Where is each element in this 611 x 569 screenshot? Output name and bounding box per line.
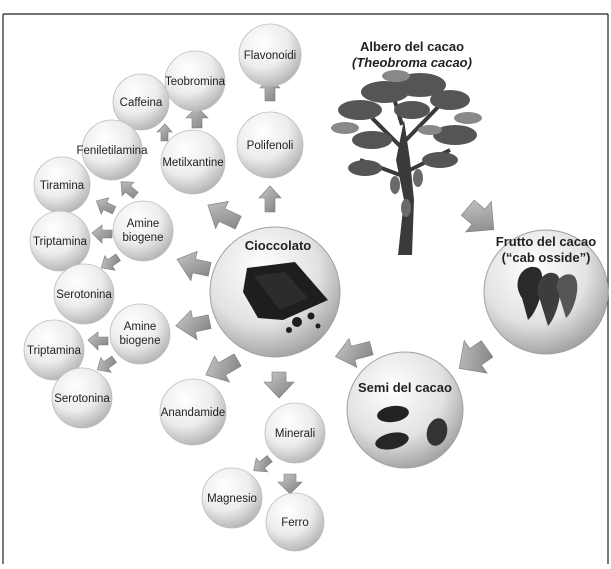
node-triptamina1: Triptamina [29,210,91,272]
arrow-to-feniletilamina [156,123,173,142]
node-frutto-label1: Frutto del cacao [496,234,596,249]
node-amine1-label1: Amine [127,218,160,230]
node-feniletilamina: Feniletilamina [77,119,149,181]
node-anandamide-label: Anandamide [161,407,226,419]
arrow-amine1-to-serotonina [100,253,121,271]
arrow-amine1-to-tiramina [120,181,139,199]
arrow-cioccolato-to-minerali [263,371,295,399]
node-semi: Semi del cacao [346,351,464,469]
tree-title: Albero del cacao [360,39,464,54]
arrow-cioccolato-to-anandamide [205,353,242,383]
node-serotonina2: Serotonina [51,367,113,429]
arrow-amine1-to-feniletilamina [95,197,117,215]
node-magnesio: Magnesio [201,467,263,529]
node-teobromina: Teobromina [164,50,226,112]
arrow-frutto-to-semi [458,339,494,374]
cacao-bean-icon [377,405,409,423]
node-amine2-label1: Amine [124,321,157,333]
node-ferro: Ferro [265,492,325,552]
node-minerali: Minerali [264,402,326,464]
node-serotonina1-label: Serotonina [56,289,112,301]
node-metilxantine-label: Metilxantine [162,157,223,169]
node-teobromina-label: Teobromina [165,76,226,88]
node-semi-label: Semi del cacao [358,380,452,395]
node-amine1: Amine biogene [112,200,174,262]
node-frutto-label2: (“cab osside”) [502,250,591,265]
arrow-cioccolato-to-amine2 [175,309,212,341]
node-tiramina: Tiramina [33,156,91,214]
node-polifenoli-label: Polifenoli [247,140,294,152]
arrow-amine1-to-triptamina [91,224,113,244]
arrow-amine2-to-triptamina [87,331,109,351]
node-feniletilamina-label: Feniletilamina [77,145,149,157]
node-ferro-label: Ferro [281,517,308,529]
cacao-pod-icon [517,266,543,320]
node-metilxantine: Metilxantine [160,129,226,195]
arrow-amine2-to-serotonina [96,355,117,373]
node-amine1-label2: biogene [123,232,164,244]
node-amine2-label2: biogene [120,335,161,347]
node-caffeina: Caffeina [112,73,170,131]
node-amine2: Amine biogene [109,303,171,365]
cacao-tree-illustration [331,70,482,255]
tree-subtitle: (Theobroma cacao) [352,55,472,70]
node-flavonoidi-label: Flavonoidi [244,50,296,62]
arrow-semi-to-cioccolato [334,337,374,369]
arrow-cioccolato-to-amine1 [176,250,212,282]
node-caffeina-label: Caffeina [120,97,163,109]
node-serotonina2-label: Serotonina [54,393,110,405]
node-frutto: Frutto del cacao (“cab osside”) [483,229,609,355]
node-tiramina-label: Tiramina [40,180,85,192]
node-flavonoidi: Flavonoidi [238,23,302,87]
node-magnesio-label: Magnesio [207,493,257,505]
node-serotonina1: Serotonina [53,263,115,325]
node-triptamina2: Triptamina [23,319,85,381]
arrow-cioccolato-to-metilxantine [207,201,242,230]
node-cioccolato-label: Cioccolato [245,238,312,253]
node-triptamina1-label: Triptamina [33,236,87,248]
node-triptamina2-label: Triptamina [27,345,81,357]
node-anandamide: Anandamide [159,378,227,446]
node-cioccolato: Cioccolato [209,226,341,358]
arrow-cioccolato-to-polifenoli [258,185,282,213]
arrows [87,77,495,495]
arrow-minerali-to-magnesio [253,455,273,473]
node-polifenoli: Polifenoli [236,111,304,179]
node-minerali-label: Minerali [275,428,315,440]
arrow-minerali-to-ferro [277,473,303,495]
arrow-tree-to-frutto [460,199,495,233]
